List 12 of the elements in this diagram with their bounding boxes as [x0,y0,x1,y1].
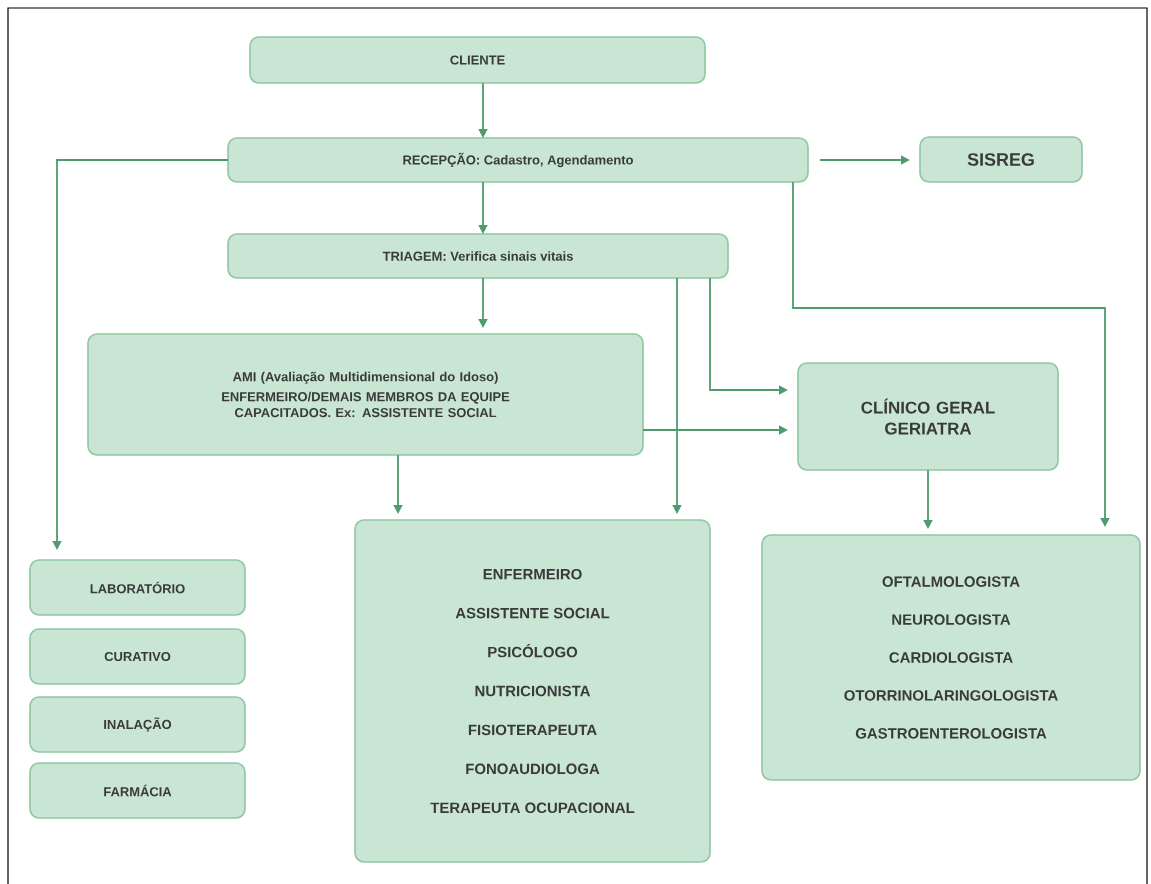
process-box: INALAÇÃO [29,696,246,753]
process-box: SISREG [919,136,1083,183]
process-box: CURATIVO [29,628,246,685]
list-box: ENFERMEIRO ASSISTENTE SOCIAL PSICÓLOGO NUTRICIONISTA FISIOTERAPEUTA FONOAUDIOLOGA TERAPEUTA OCUPACIONAL [354,519,711,863]
process-box: TRIAGEM: Verifica sinais vitais [227,233,729,279]
start-box: CLIENTE [249,36,706,84]
list-box: OFTALMOLOGISTA NEUROLOGISTA CARDIOLOGISTA OTORRINOLARINGOLOGISTA GASTROENTEROLOGISTA [761,534,1141,781]
process-box: AMI (Avaliação Multidimensional do Idoso) ENFERMEIRO/DEMAIS MEMBROS DA EQUIPE CAPACITADOS. Ex: ASSISTENTE SOCIAL [87,333,644,456]
process-box: RECEPÇÃO: Cadastro, Agendamento [227,137,809,183]
process-box: LABORATÓRIO [29,559,246,616]
process-box: CLÍNICO GERAL GERIATRA [797,362,1059,471]
process-box: FARMÁCIA [29,762,246,819]
